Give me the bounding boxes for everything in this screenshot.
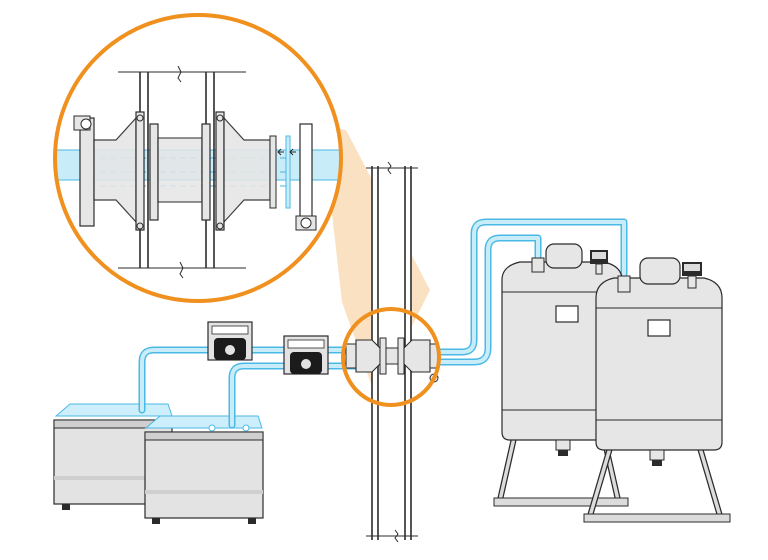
small-magnifier-ring: [341, 307, 441, 407]
magnifier-ring: [53, 13, 343, 303]
tubing: [138, 218, 628, 429]
magnified-detail: [53, 13, 343, 303]
reservoir-right: [144, 415, 264, 524]
pump-left: [207, 321, 253, 361]
vessel-front: [583, 257, 731, 523]
pump-right: [283, 335, 329, 375]
